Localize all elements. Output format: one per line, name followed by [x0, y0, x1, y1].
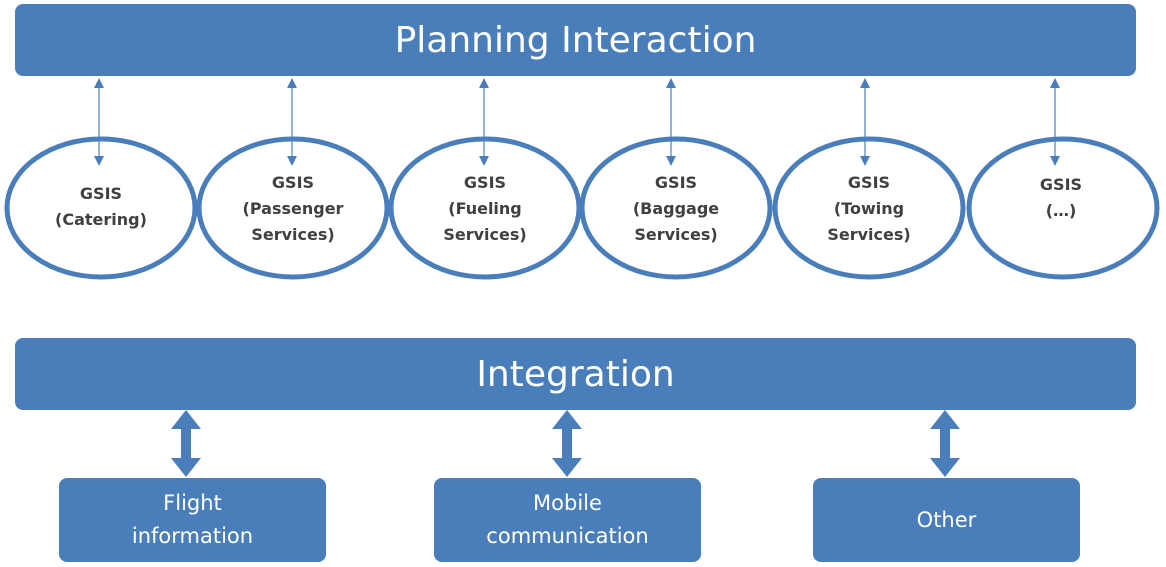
arrow-integration-other	[930, 410, 960, 477]
gsis-line1: GSIS	[1039, 175, 1083, 194]
box-line1: Flight	[163, 491, 222, 515]
gsis-line1: GSIS	[79, 184, 123, 203]
gsis-label-catering: GSIS (Catering)	[26, 181, 176, 233]
gsis-line3: Services)	[634, 225, 718, 244]
flight-information-box: Flight information	[59, 478, 326, 562]
arrow-integration-mobile	[552, 410, 582, 477]
gsis-label-baggage: GSIS (Baggage Services)	[601, 170, 751, 248]
gsis-line2: (Towing	[833, 199, 905, 218]
box-line1: Other	[916, 507, 977, 532]
gsis-ellipse-baggage	[579, 136, 773, 280]
other-box: Other	[813, 478, 1080, 562]
gsis-label-fueling: GSIS (Fueling Services)	[410, 170, 560, 248]
gsis-ellipse-other	[966, 136, 1160, 280]
gsis-line3: Services)	[443, 225, 527, 244]
gsis-line1: GSIS	[463, 173, 507, 192]
gsis-line3: Services)	[827, 225, 911, 244]
gsis-line3: Services)	[251, 225, 335, 244]
gsis-line2: (Passenger	[242, 199, 344, 218]
box-line2: information	[131, 524, 254, 548]
gsis-line1: GSIS	[654, 173, 698, 192]
gsis-line2: (Catering)	[55, 210, 147, 229]
gsis-label-towing: GSIS (Towing Services)	[794, 170, 944, 248]
mobile-communication-box: Mobile communication	[434, 478, 701, 562]
gsis-line2: (Fueling	[448, 199, 522, 218]
gsis-line2: (Baggage	[632, 199, 720, 218]
integration-bar: Integration	[15, 338, 1136, 410]
arrow-integration-flight	[171, 410, 201, 477]
gsis-label-passenger: GSIS (Passenger Services)	[218, 170, 368, 248]
planning-interaction-bar: Planning Interaction	[15, 4, 1136, 76]
gsis-line2: (…)	[1045, 201, 1077, 220]
gsis-line1: GSIS	[271, 173, 315, 192]
integration-label: Integration	[476, 353, 675, 395]
gsis-label-other: GSIS (…)	[986, 172, 1136, 224]
gsis-line1: GSIS	[847, 173, 891, 192]
box-line2: communication	[486, 524, 649, 548]
planning-interaction-label: Planning Interaction	[394, 19, 757, 61]
box-line1: Mobile	[533, 491, 602, 515]
